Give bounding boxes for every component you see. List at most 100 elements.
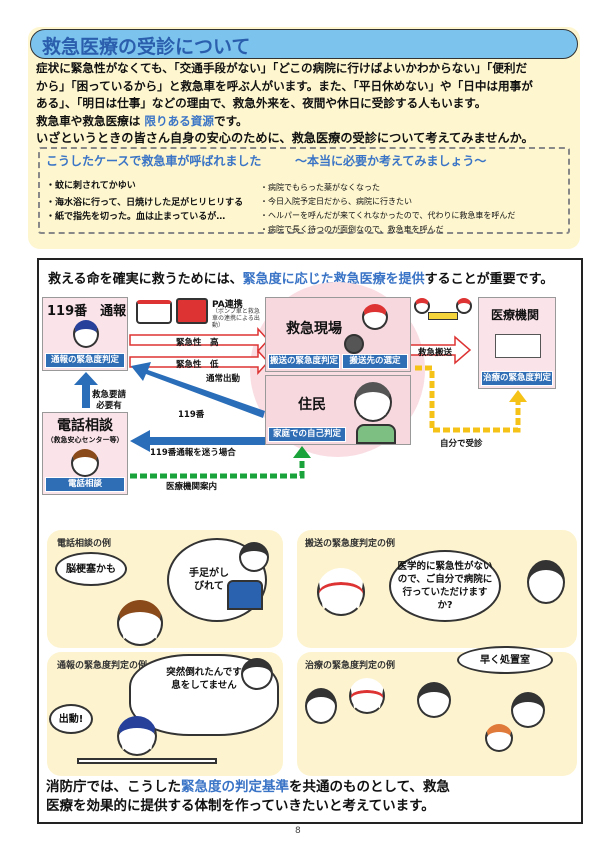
bottom-text: 消防庁では、こうした緊急度の判定基準を共通のものとして、救急 医療を効果的に提供… (46, 778, 450, 816)
caller-body (227, 580, 263, 610)
panel-transport: 搬送の緊急度判定の例 医学的に緊急性がないので、ご自分で病院に行っていただけます… (297, 530, 577, 648)
text: 消防庁では、こうした (46, 779, 181, 795)
text: を共通のものとして、救急 (289, 779, 450, 795)
operator-icon (71, 449, 99, 477)
panel-title: 通報の緊急度判定の例 (57, 661, 148, 671)
patient-figure (305, 688, 337, 724)
panel-title: 電話相談の例 (57, 539, 112, 549)
panel-title: 治療の緊急度判定の例 (305, 661, 396, 671)
panel-call: 通報の緊急度判定の例 突然倒れたんです 息をしてません 出動! (47, 652, 283, 776)
box-title: 電話相談 (57, 418, 113, 434)
box-label: 搬送先の選定 (342, 354, 408, 369)
hospital-icon (495, 334, 541, 358)
scene-box: 救急現場 搬送の緊急度判定 搬送先の選定 (265, 297, 411, 372)
case-item: ・蚊に刺されてかゆい (46, 181, 136, 191)
box-title: 医療機関 (491, 308, 540, 322)
caller-figure (239, 542, 269, 572)
cases-subtitle: ～本当に必要か考えてみましょう～ (295, 154, 487, 168)
self-visit-label: 自分で受診 (440, 439, 483, 449)
consult-box: 電話相談 （救急安心センター等） 電話相談 (42, 412, 128, 495)
caller-figure (241, 658, 273, 690)
intro-line: 症状に緊急性がなくても、「交通手段がない」「どこの病院に行けばよいかわからない」… (36, 61, 528, 75)
paramedic-icon (362, 304, 388, 330)
dispatcher-icon (73, 320, 99, 348)
arrow-transport (409, 335, 472, 365)
hospital-box: 医療機関 治療の緊急度判定 (478, 297, 556, 389)
blue-arrows (74, 362, 265, 452)
case-item: ・今日入院予定日だから、病院に行きたい (260, 197, 412, 206)
box-title: 119番 通報 (47, 304, 127, 319)
operator-figure (117, 600, 163, 646)
resident-body (356, 424, 396, 444)
resident-box: 住民 家庭での自己判定 (265, 375, 411, 445)
stretcher-icon (414, 298, 474, 328)
paramedic-figure (349, 678, 385, 714)
box-subtitle: （救急安心センター等） (46, 436, 124, 444)
thought-bubble: 脳梗塞かも (55, 552, 127, 586)
mother-figure (511, 692, 545, 728)
diagram-headline: 救える命を確実に救うためには、緊急度に応じた救急医療を提供することが重要です。 (48, 268, 553, 287)
box-label: 搬送の緊急度判定 (268, 354, 340, 369)
intro-line: から」「困っているから」と救急車を呼ぶ人がいます。また、「平日休めない」や「日中… (36, 78, 533, 93)
normal-dispatch-label: 通常出動 (206, 374, 241, 384)
unsure-label: 119番通報を迷う場合 (150, 448, 236, 458)
text: することが重要です。 (424, 272, 554, 287)
call-119-box: 119番 通報 通報の緊急度判定 (42, 297, 128, 371)
box-label: 治療の緊急度判定 (481, 371, 553, 386)
text: 救急車や救急医療は (36, 113, 145, 128)
box-label: 家庭での自己判定 (268, 427, 346, 442)
cases-box (38, 147, 570, 234)
resident-icon (354, 382, 392, 422)
box-title: 住民 (298, 397, 326, 413)
text: です。 (213, 113, 248, 128)
case-item: ・ヘルパーを呼んだが来てくれなかったので、代わりに救急車を呼んだ (260, 211, 516, 220)
cases-title: こうしたケースで救急車が呼ばれました (46, 154, 262, 168)
panel-title: 搬送の緊急度判定の例 (305, 539, 396, 549)
patient-icon (344, 334, 364, 354)
child-figure (485, 724, 513, 752)
text: 救える命を確実に救うためには、 (48, 272, 243, 287)
highlight: 限りある資源 (144, 113, 214, 128)
green-dashed-arrow (130, 455, 305, 479)
arrow-high-label: 緊急性 高 (176, 338, 219, 348)
yellow-dashed-arrow (415, 365, 521, 433)
intro-section (28, 27, 580, 249)
bottom-line: 医療を効果的に提供する体制を作っていきたいと考えています。 (46, 798, 435, 814)
nurse-figure (417, 682, 451, 718)
call-119-label: 119番 (178, 410, 205, 420)
box-title: 救急現場 (286, 321, 342, 337)
resource-line: 救急車や救急医療は 限りある資源です。 (36, 113, 248, 131)
arrow-high (129, 327, 270, 353)
arrow-low (129, 349, 270, 375)
page-number: 8 (295, 826, 301, 836)
panel-treat: 治療の緊急度判定の例 早く処置室 (297, 646, 577, 776)
box-label: 電話相談 (45, 477, 125, 492)
arrow-low-label: 緊急性 低 (176, 360, 219, 370)
pa-title: PA連携 (212, 300, 243, 310)
paramedic-figure (317, 568, 365, 616)
speech-bubble: 早く処置室 (457, 646, 553, 674)
patient-figure (527, 560, 565, 604)
need-ems-label: 救急要請 必要有 (92, 390, 127, 411)
guide-label: 医療機関案内 (166, 482, 218, 492)
bottom-line: 消防庁では、こうした緊急度の判定基準を共通のものとして、救急 (46, 778, 450, 797)
case-item: ・病院で長く待つのが面倒なので、救急車を呼んだ (260, 225, 444, 234)
title-bar (30, 29, 578, 59)
desk (77, 758, 217, 764)
dispatcher-figure (117, 716, 157, 756)
ambulance-icon (136, 300, 172, 324)
diagram-frame (37, 258, 583, 824)
box-label: 通報の緊急度判定 (45, 353, 125, 368)
transport-label: 救急搬送 (418, 348, 453, 358)
speech-bubble: 医学的に緊急性がないので、ご自分で病院に行っていただけますか? (389, 550, 501, 622)
fire-truck-icon (176, 298, 208, 324)
case-item: ・紙で指先を切った。血は止まっているが… (46, 212, 226, 222)
panel-phone: 電話相談の例 脳梗塞かも 手足がし びれて (47, 530, 283, 648)
intro-line: ある」、「明日は仕事」などの理由で、救急外来を、夜間や休日に受診する人もいます。 (36, 96, 487, 110)
closing-line: いざというときの皆さん自身の安心のために、救急医療の受診について考えてみませんか… (36, 131, 534, 145)
page-title: 救急医療の受診について (42, 36, 251, 58)
case-item: ・海水浴に行って、日焼けした足がヒリヒリする (46, 198, 244, 208)
highlight: 緊急度の判定基準 (181, 779, 289, 795)
dispatch-bubble: 出動! (49, 704, 93, 734)
